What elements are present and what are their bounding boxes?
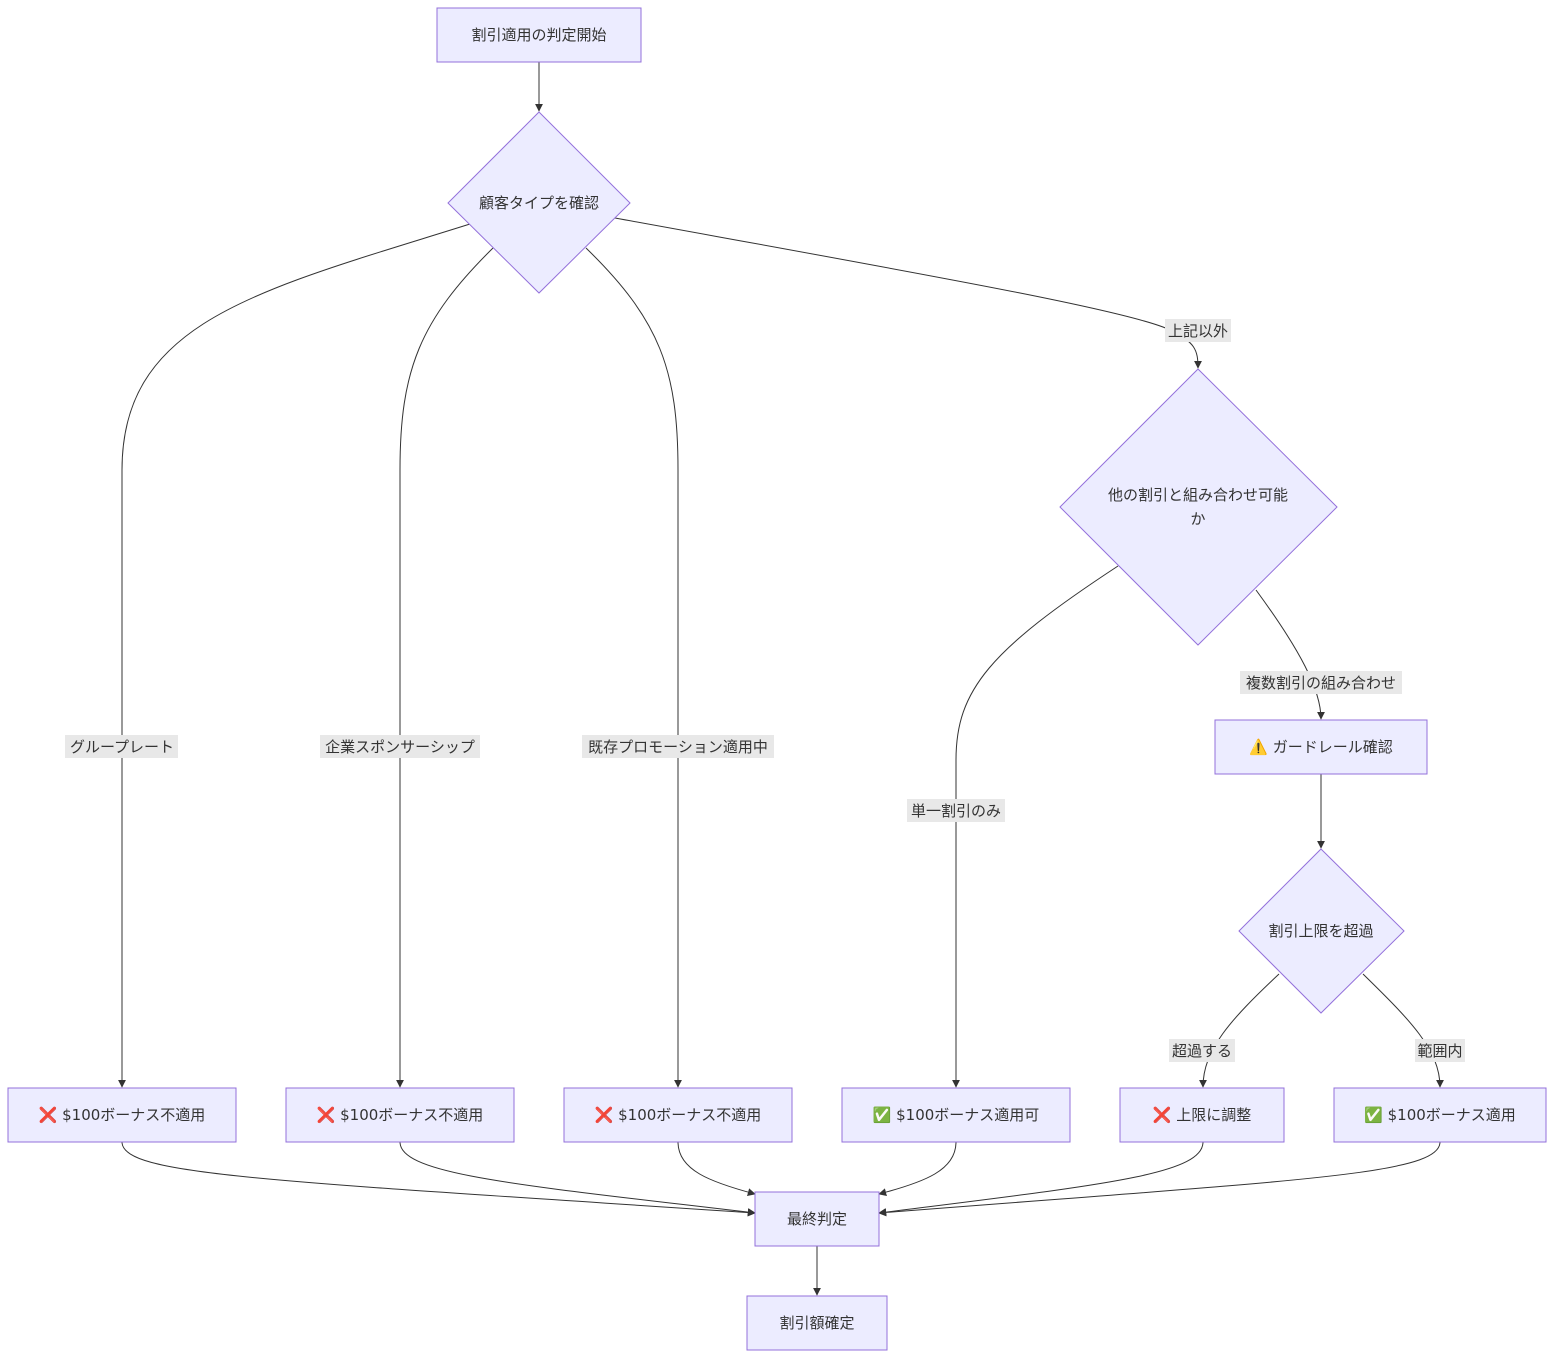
node-single-result: ✅ $100ボーナス適用可 [841,1087,1071,1143]
edge-label-within: 範囲内 [1415,1039,1465,1062]
edge-cap-to-within [1362,973,1444,1088]
edge-labels: 上記以外 グループレート 企業スポンサーシップ 既存プロモーション適用中 単一割… [65,319,1465,1062]
node-corporate-result: ❌ $100ボーナス不適用 [285,1087,515,1143]
svg-text:❌ 上限に調整: ❌ 上限に調整 [1153,1106,1251,1124]
svg-text:か: か [1190,510,1205,528]
edge-customer-type-to-group-rate [118,223,471,1088]
svg-text:超過する: 超過する [1172,1042,1232,1060]
edge-label-group-rate: グループレート [65,735,178,758]
svg-text:✅ $100ボーナス適用: ✅ $100ボーナス適用 [1364,1106,1516,1124]
decision-cap-exceeded: 割引上限を超過 [1238,848,1405,1014]
svg-text:❌ $100ボーナス不適用: ❌ $100ボーナス不適用 [595,1106,762,1124]
edge-customer-type-to-combinable [614,217,1202,369]
svg-text:顧客タイプを確認: 顧客タイプを確認 [479,194,599,212]
edge-group-rate-to-final [121,1141,756,1217]
svg-text:企業スポンサーシップ: 企業スポンサーシップ [325,738,475,756]
edge-customer-type-to-promo [585,247,682,1088]
edge-single-to-final [878,1141,957,1197]
edge-label-exceeds: 超過する [1169,1039,1235,1062]
svg-text:グループレート: グループレート [70,738,174,756]
node-start: 割引適用の判定開始 [436,7,642,63]
node-group-rate-result: ❌ $100ボーナス不適用 [7,1087,237,1143]
svg-text:上記以外: 上記以外 [1168,322,1228,340]
svg-text:割引額確定: 割引額確定 [779,1314,854,1332]
edge-within-to-final [878,1141,1441,1217]
svg-text:他の割引と組み合わせ可能: 他の割引と組み合わせ可能 [1108,486,1288,504]
svg-text:✅ $100ボーナス適用可: ✅ $100ボーナス適用可 [873,1106,1040,1124]
edge-label-other: 上記以外 [1165,319,1231,342]
node-promo-result: ❌ $100ボーナス不適用 [563,1087,793,1143]
svg-text:⚠️ ガードレール確認: ⚠️ ガードレール確認 [1249,738,1392,756]
svg-text:❌ $100ボーナス不適用: ❌ $100ボーナス不適用 [39,1106,206,1124]
node-final: 最終判定 [754,1191,880,1247]
edge-adjust-to-final [878,1141,1204,1217]
svg-text:割引上限を超過: 割引上限を超過 [1268,922,1373,940]
node-confirmed: 割引額確定 [746,1295,888,1351]
edge-cap-to-adjust [1199,973,1280,1088]
svg-text:❌ $100ボーナス不適用: ❌ $100ボーナス不適用 [317,1106,484,1124]
edge-corporate-to-final [399,1141,756,1217]
edge-combinable-to-guardrail [1255,589,1325,720]
edge-label-corporate: 企業スポンサーシップ [320,735,480,758]
svg-text:範囲内: 範囲内 [1417,1042,1462,1060]
edge-combinable-to-single [952,565,1119,1088]
edge-label-multiple: 複数割引の組み合わせ [1240,671,1402,694]
edges [118,62,1444,1296]
nodes: 割引適用の判定開始 顧客タイプを確認 他の割引と組み合わせ可能 か ⚠️ ガード… [7,7,1547,1351]
edge-promo-to-final [677,1141,756,1197]
edge-label-existing-promo: 既存プロモーション適用中 [582,735,774,758]
svg-text:複数割引の組み合わせ: 複数割引の組み合わせ [1246,674,1396,692]
svg-text:割引適用の判定開始: 割引適用の判定開始 [471,26,606,44]
svg-text:最終判定: 最終判定 [787,1210,847,1228]
edge-customer-type-to-corporate [396,247,494,1088]
svg-text:単一割引のみ: 単一割引のみ [911,802,1001,820]
decision-customer-type: 顧客タイプを確認 [447,111,631,294]
node-within-result: ✅ $100ボーナス適用 [1333,1087,1547,1143]
decision-combinable: 他の割引と組み合わせ可能 か [1059,368,1338,646]
node-guardrail: ⚠️ ガードレール確認 [1214,719,1428,775]
edge-label-single-only: 単一割引のみ [907,799,1005,822]
node-adjust-result: ❌ 上限に調整 [1119,1087,1285,1143]
svg-text:既存プロモーション適用中: 既存プロモーション適用中 [588,738,768,756]
